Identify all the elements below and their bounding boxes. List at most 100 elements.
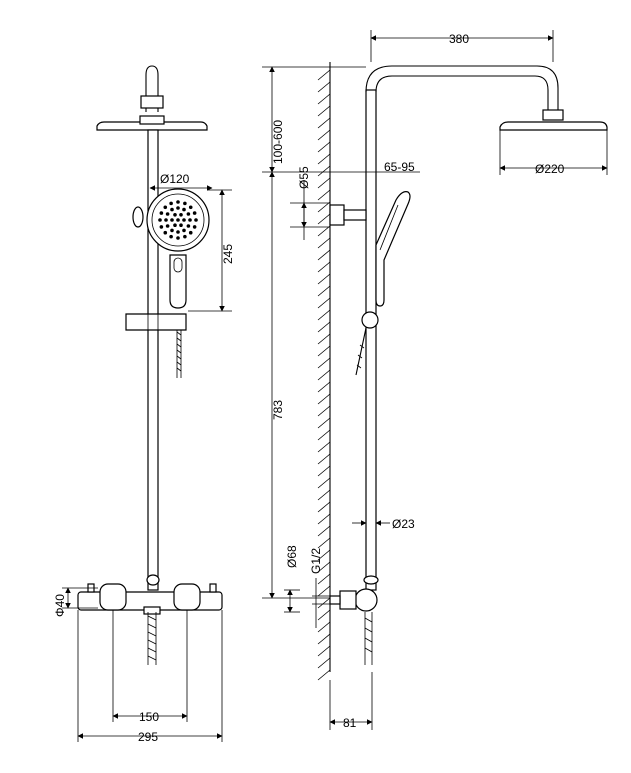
nozzle-dot	[163, 205, 168, 210]
nozzle-dot	[170, 218, 174, 222]
hatch-line	[317, 273, 331, 285]
nozzle-dot	[182, 207, 186, 212]
hatch-line	[317, 213, 331, 225]
wall-distance-label: 65-95	[384, 160, 415, 174]
hatch-line	[317, 177, 331, 189]
hatch-line	[317, 153, 331, 165]
hatch-line	[317, 657, 331, 669]
hatch-line	[317, 429, 331, 441]
hatch-line	[317, 381, 331, 393]
left-handle	[99, 583, 127, 611]
rail-diameter-label: Ø23	[392, 517, 415, 531]
wall-hatching	[317, 69, 331, 681]
hatch-line	[317, 549, 331, 561]
mixer-diameter-label: Φ40	[53, 594, 67, 617]
hatch-line	[317, 609, 331, 621]
hatch-line	[317, 309, 331, 321]
nozzle-dot	[192, 211, 197, 215]
hatch-line	[317, 501, 331, 513]
hatch-line	[317, 285, 331, 297]
hatch-line	[317, 465, 331, 477]
shower-arm-outer	[365, 65, 559, 112]
rail-joint	[146, 574, 160, 586]
nozzle-dot	[188, 230, 193, 235]
nozzle-dot	[188, 218, 192, 222]
nozzle-dot	[188, 205, 193, 210]
slide-bracket	[125, 313, 187, 331]
hatch-line	[317, 585, 331, 597]
overhead-shower-head	[96, 121, 208, 131]
hatch-line	[317, 453, 331, 465]
nozzle-dot	[179, 223, 183, 227]
nozzle-dot	[176, 236, 180, 240]
side-head-nut	[542, 109, 564, 121]
hatch-line	[317, 141, 331, 153]
nozzle-dot	[159, 225, 164, 229]
nozzle-dot	[173, 213, 177, 217]
nozzle-dot	[192, 225, 197, 229]
side-dimensions: 380 100-600 65-95 Ø55 Ø220 783 Ø23 Ø68	[262, 30, 608, 730]
hatch-line	[317, 537, 331, 549]
nozzle-dot	[194, 218, 198, 222]
height-range-label: 100-600	[271, 120, 285, 164]
head-nut	[139, 115, 165, 125]
nozzle-dot	[165, 212, 170, 216]
hatch-line	[317, 489, 331, 501]
hatch-line	[317, 165, 331, 177]
hatch-line	[317, 237, 331, 249]
nozzle-dot	[183, 201, 187, 206]
hatch-line	[317, 645, 331, 657]
side-inlet	[329, 595, 341, 605]
hand-shower	[132, 188, 210, 309]
hatch-line	[317, 393, 331, 405]
hatch-line	[317, 321, 331, 333]
nozzle-dot	[169, 201, 173, 206]
side-head-diameter-label: Ø220	[535, 162, 565, 176]
wall-bracket	[329, 204, 345, 226]
hand-head-diameter-label: Ø120	[160, 172, 190, 186]
wall-depth-label: 81	[343, 716, 357, 730]
nozzle-dot	[182, 218, 186, 222]
nozzle-dot	[186, 212, 191, 216]
lower-hose	[147, 612, 157, 665]
nozzle-dot	[159, 211, 164, 215]
total-height-label: 783	[271, 400, 285, 420]
nozzle-dot	[176, 206, 180, 210]
hatch-line	[317, 225, 331, 237]
side-hose	[355, 327, 367, 376]
hatch-line	[317, 345, 331, 357]
side-view	[317, 62, 608, 681]
nozzle-dot	[163, 230, 168, 235]
hatch-line	[317, 69, 331, 81]
shower-arm-inner	[375, 75, 549, 112]
top-elbow-pipe	[145, 65, 159, 112]
hatch-line	[317, 621, 331, 633]
thread-label: G1/2	[309, 548, 323, 574]
handle-button	[173, 257, 183, 273]
hose-texture	[176, 331, 182, 372]
nozzle-dot	[179, 213, 183, 217]
total-width-label: 295	[138, 730, 158, 744]
hand-shower-nozzles	[158, 200, 198, 240]
nozzle-dot	[169, 234, 173, 239]
hand-shower-handle	[169, 254, 187, 309]
hatch-line	[317, 249, 331, 261]
nozzle-dot	[164, 218, 168, 222]
side-hand-shower	[375, 191, 411, 307]
mixer-body	[77, 583, 223, 615]
small-diameter-label: Ø55	[297, 166, 311, 189]
hatch-line	[317, 477, 331, 489]
side-lower-hose	[364, 612, 373, 665]
hatch-line	[317, 561, 331, 573]
hatch-line	[317, 297, 331, 309]
hatch-line	[317, 105, 331, 117]
hatch-line	[317, 525, 331, 537]
nozzle-dot	[173, 223, 177, 227]
hatch-line	[317, 333, 331, 345]
side-mixer-body	[339, 590, 357, 610]
nozzle-dot	[176, 230, 180, 234]
arm-coupling	[140, 95, 164, 109]
hatch-line	[317, 597, 331, 609]
inlet-spacing-label: 150	[139, 710, 159, 724]
